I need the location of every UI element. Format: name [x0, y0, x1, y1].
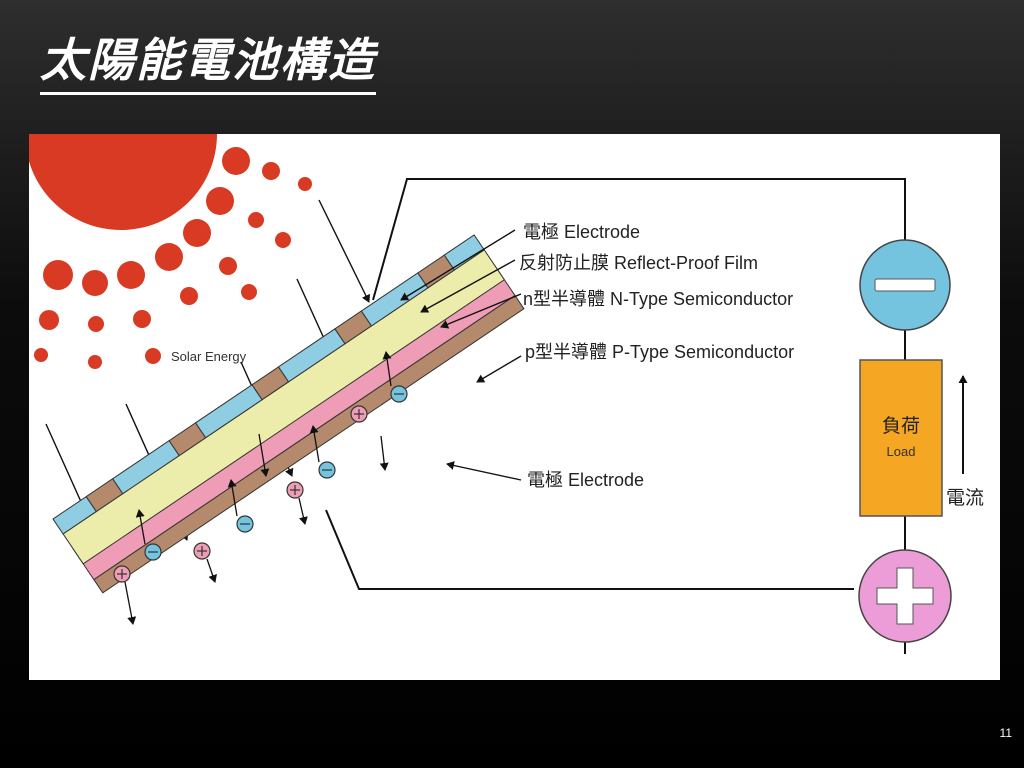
electrons [144, 385, 408, 561]
reflect-proof-film-segments [52, 234, 485, 535]
page-number: 11 [999, 726, 1012, 740]
n-type-layer [62, 249, 506, 565]
minus-icon [874, 278, 936, 292]
sun [29, 134, 217, 230]
solar-energy-label: Solar Energy [171, 349, 247, 364]
slide-title: 太陽能電池構造 [40, 24, 376, 95]
label-reflect-proof-film: 反射防止膜 Reflect-Proof Film [519, 253, 758, 273]
light-particles [34, 147, 312, 369]
plus-icon [876, 567, 934, 625]
solar-cell-stack [52, 234, 525, 594]
diagram-canvas: Solar Energy [29, 134, 984, 654]
label-p-type: p型半導體 P-Type Semiconductor [525, 342, 794, 362]
solar-cell-diagram: Solar Energy [29, 134, 1000, 680]
load-box [859, 359, 943, 517]
carrier-arrows [124, 351, 392, 625]
load-label-cn: 負荷 [882, 415, 920, 437]
current-label: 電流 [946, 487, 984, 509]
holes [113, 405, 368, 583]
label-n-type: n型半導體 N-Type Semiconductor [523, 289, 793, 309]
load-label-en: Load [887, 444, 916, 459]
label-pointers [400, 229, 522, 481]
label-bottom-electrode: 電極 Electrode [527, 470, 644, 490]
circuit-wires [325, 178, 906, 654]
label-top-electrode: 電極 Electrode [523, 222, 640, 242]
